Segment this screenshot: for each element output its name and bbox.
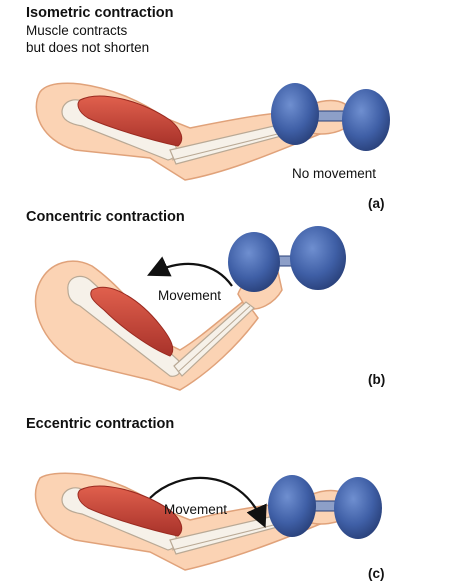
panel-b-tag: (b) [368,372,386,387]
movement-arrow [147,256,233,287]
panel-a-subtitle-line-1: Muscle contracts [26,23,128,38]
movement-arrow [149,476,267,529]
panel-c-title: Eccentric contraction [26,416,175,432]
dumbbell [228,226,346,292]
panel-c-movement-label: Movement [164,502,228,517]
panel-a-tag: (a) [368,196,385,211]
panel-b-illustration [34,226,346,391]
panel-a-illustration [35,82,390,181]
biceps-muscle [77,485,183,537]
panel-b-movement-label: Movement [158,288,222,303]
dumbbell [268,475,382,539]
panel-a-title: Isometric contraction [26,5,174,21]
panel-c-tag: (c) [368,566,385,581]
panel-c-illustration [34,472,382,571]
panel-a-subtitle-line-2: but does not shorten [26,40,150,55]
panel-a-movement-label: No movement [292,166,377,181]
panel-b-title: Concentric contraction [26,209,185,225]
biceps-muscle [77,95,183,147]
biceps-muscle [90,286,174,357]
dumbbell [271,83,390,151]
